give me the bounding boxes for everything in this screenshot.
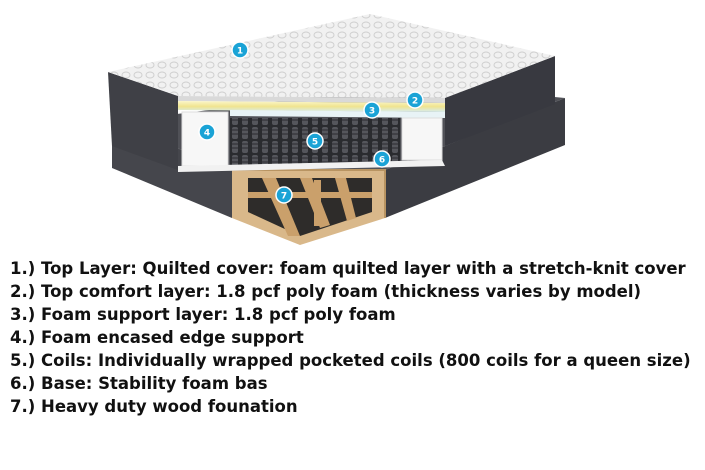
mattress-cutaway-diagram: 1 2 3 4 5 6 7	[108, 14, 565, 245]
svg-text:7: 7	[281, 192, 287, 202]
svg-text:2: 2	[412, 97, 418, 107]
svg-text:3: 3	[369, 107, 375, 117]
layer-legend: 1.) Top Layer: Quilted cover: foam quilt…	[10, 257, 691, 418]
legend-item-1: 1.) Top Layer: Quilted cover: foam quilt…	[10, 259, 686, 278]
callout-badge-4: 4	[198, 123, 216, 141]
callout-badge-1: 1	[231, 41, 249, 59]
svg-text:5: 5	[312, 138, 318, 148]
svg-text:6: 6	[379, 156, 385, 166]
mattress	[108, 14, 555, 172]
mattress-left-side	[108, 72, 178, 170]
legend-item-3: 3.) Foam support layer: 1.8 pcf poly foa…	[10, 305, 396, 324]
legend-item-2: 2.) Top comfort layer: 1.8 pcf poly foam…	[10, 282, 642, 301]
wood-slats	[248, 178, 372, 236]
mattress-right-side	[445, 56, 555, 146]
callout-badge-3: 3	[363, 101, 381, 119]
callout-badge-7: 7	[275, 186, 293, 204]
legend-item-4: 4.) Foam encased edge support	[10, 328, 304, 347]
mattress-quilted-top	[108, 14, 555, 98]
svg-text:1: 1	[237, 47, 243, 57]
callout-badge-5: 5	[306, 132, 324, 150]
legend-item-7: 7.) Heavy duty wood founation	[10, 397, 298, 416]
callout-badge-6: 6	[373, 150, 391, 168]
callout-badge-2: 2	[406, 91, 424, 109]
svg-text:4: 4	[204, 129, 210, 139]
foundation-right-side	[385, 98, 565, 218]
right-edge-foam	[401, 117, 443, 161]
legend-item-6: 6.) Base: Stability foam bas	[10, 374, 268, 393]
support-foam-layer	[230, 110, 445, 118]
legend-item-5: 5.) Coils: Individually wrapped pocketed…	[10, 351, 691, 370]
